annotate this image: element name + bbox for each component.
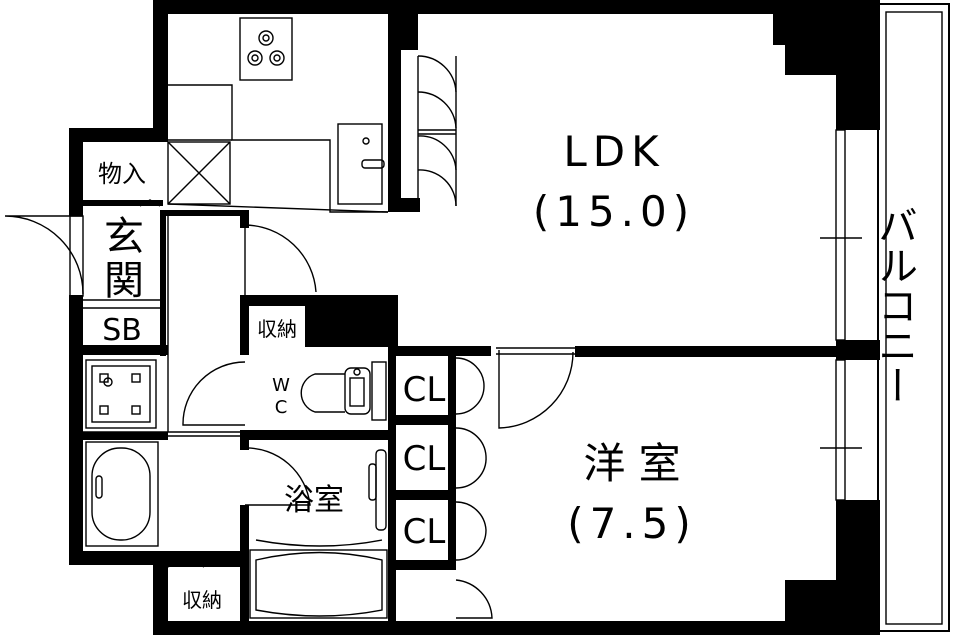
closet-label-1: CL (403, 370, 446, 410)
washing-machine-icon (85, 359, 157, 429)
closet-label-3: CL (403, 512, 446, 552)
storage-in-label: 物入 (98, 160, 146, 188)
storage-upper-label: 収納 (257, 317, 297, 341)
door-swings (4, 55, 574, 619)
western-room-area: (7.5) (567, 499, 697, 548)
bathtub-icon (249, 539, 388, 619)
interior-lines (83, 56, 575, 437)
entrance-label-top: 玄 (104, 214, 144, 260)
wc-label-bottom: C (275, 397, 288, 418)
shoe-box-label: SB (102, 313, 142, 348)
balcony-label: バルコニー (871, 205, 917, 405)
washbasin-icon (85, 441, 159, 547)
storage-lower-label: 収納 (182, 588, 222, 612)
ldk-area: (15.0) (533, 187, 695, 236)
shower-icon (368, 449, 387, 531)
wc-label-top: W (272, 375, 290, 396)
balcony (877, 3, 950, 632)
closet-label-2: CL (403, 439, 446, 479)
ldk-label: LDK (563, 127, 664, 176)
western-room-label: 洋 室 (583, 439, 680, 488)
room-labels: LDK (15.0) 洋 室 (7.5) バルコニー 物入 玄 関 SB 収納 … (98, 127, 917, 612)
walls (69, 0, 880, 635)
fixtures (85, 17, 388, 619)
stove-icon (239, 17, 293, 81)
sink-icon (337, 123, 385, 205)
toilet-icon (300, 361, 387, 421)
bath-label: 浴室 (284, 483, 344, 518)
entrance-label-bottom: 関 (104, 258, 144, 304)
